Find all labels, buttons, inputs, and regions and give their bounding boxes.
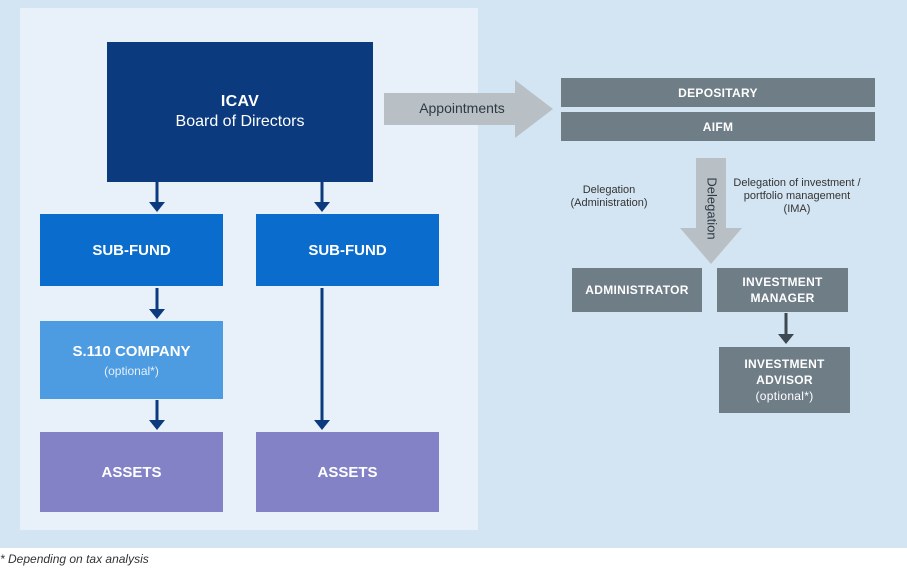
- delegation-admin-note: Delegation (Administration): [570, 184, 648, 209]
- assets-label-2: ASSETS: [317, 463, 378, 481]
- icav-subtitle: Board of Directors: [175, 113, 305, 130]
- arrow-im-to-advisor: [778, 313, 794, 344]
- s110-optional: (optional*): [104, 363, 159, 378]
- s110-title: S.110 COMPANY: [72, 342, 191, 360]
- sub-fund-box-1: SUB-FUND: [40, 214, 223, 286]
- sub-fund-label-1: SUB-FUND: [92, 241, 171, 259]
- administrator-label: ADMINISTRATOR: [585, 283, 689, 297]
- arrow-s110-to-assets-1: [149, 400, 165, 430]
- investment-advisor-box: INVESTMENT ADVISOR (optional*): [719, 347, 850, 413]
- aifm-box: AIFM: [561, 112, 875, 141]
- delegation-ima-note: Delegation of investment / portfolio man…: [733, 177, 861, 215]
- depositary-label: DEPOSITARY: [678, 85, 758, 100]
- assets-box-1: ASSETS: [40, 432, 223, 512]
- investment-manager-box: INVESTMENT MANAGER: [717, 268, 848, 312]
- arrow-subfund-2-to-assets-2: [314, 288, 330, 430]
- appointments-arrow: [384, 80, 553, 138]
- arrow-subfund-1-to-s110: [149, 288, 165, 319]
- icav-title: ICAV: [220, 93, 260, 110]
- aifm-label: AIFM: [702, 119, 734, 134]
- investment-manager-label: INVESTMENT MANAGER: [742, 275, 823, 305]
- footnote: * Depending on tax analysis: [0, 552, 149, 566]
- appointments-label: Appointments: [419, 100, 505, 116]
- assets-label-1: ASSETS: [101, 463, 162, 481]
- investment-advisor-label: INVESTMENT ADVISOR: [744, 357, 825, 387]
- icav-board-box: ICAV Board of Directors: [107, 42, 373, 182]
- investment-advisor-optional: (optional*): [755, 389, 814, 403]
- arrow-icav-to-subfund-2: [314, 182, 330, 212]
- arrow-icav-to-subfund-1: [149, 182, 165, 212]
- delegation-arrow: [680, 158, 742, 264]
- sub-fund-box-2: SUB-FUND: [256, 214, 439, 286]
- s110-company-box: S.110 COMPANY (optional*): [40, 321, 223, 399]
- delegation-arrow-label: Delegation: [704, 176, 720, 240]
- depositary-box: DEPOSITARY: [561, 78, 875, 107]
- sub-fund-label-2: SUB-FUND: [308, 241, 387, 259]
- assets-box-2: ASSETS: [256, 432, 439, 512]
- administrator-box: ADMINISTRATOR: [572, 268, 702, 312]
